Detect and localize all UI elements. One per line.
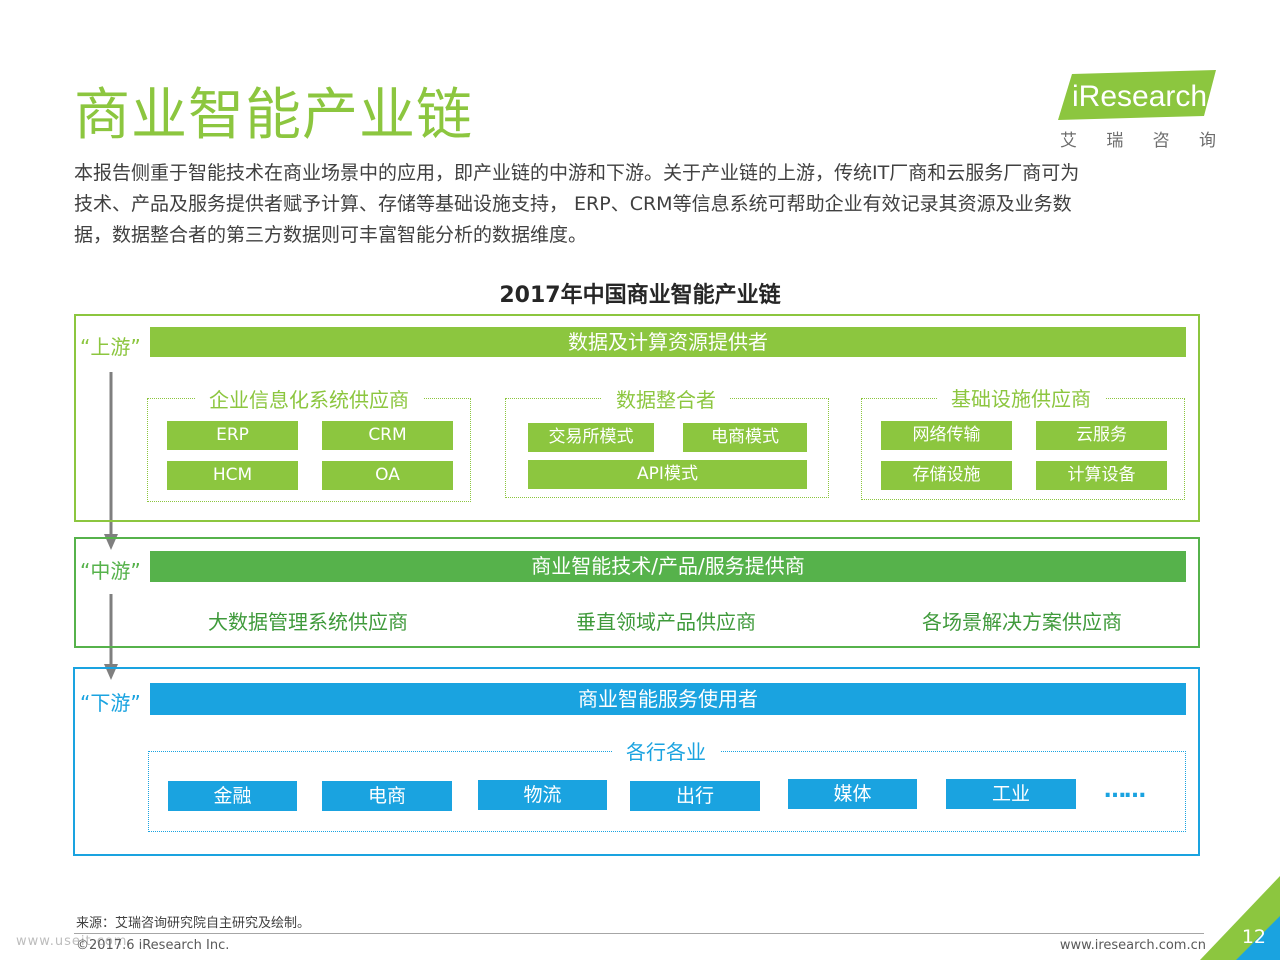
oa-box: OA xyxy=(322,461,453,490)
iresearch-logo: iResearch 艾 瑞 咨 询 xyxy=(1058,70,1218,151)
logo-mark-icon: iResearch xyxy=(1058,70,1216,120)
downstream-panel xyxy=(73,667,1200,856)
upstream-label: “上游” xyxy=(80,335,141,359)
api-mode-box: API模式 xyxy=(528,460,807,489)
erp-box: ERP xyxy=(167,421,298,450)
group-title: 各行各业 xyxy=(612,736,720,765)
network-box: 网络传输 xyxy=(881,421,1012,450)
source-note: 来源：艾瑞咨询研究院自主研究及绘制。 xyxy=(76,916,311,931)
midstream-panel xyxy=(74,537,1200,648)
group-title: 基础设施供应商 xyxy=(937,383,1105,412)
crm-box: CRM xyxy=(322,421,453,450)
cloud-service-box: 云服务 xyxy=(1036,421,1167,450)
page-title: 商业智能产业链 xyxy=(74,83,473,148)
midstream-bar: 商业智能技术/产品/服务提供商 xyxy=(150,551,1186,582)
midstream-item: 大数据管理系统供应商 xyxy=(208,610,408,634)
diagram-title: 2017年中国商业智能产业链 xyxy=(499,283,781,308)
industry-logistics-box: 物流 xyxy=(478,780,607,810)
footer-divider xyxy=(74,933,1204,934)
industry-manufacturing-box: 工业 xyxy=(946,779,1076,809)
copyright: ©2017.6 iResearch Inc. xyxy=(76,938,230,953)
page-number: 12 xyxy=(1241,926,1266,948)
more-ellipsis: …… xyxy=(1104,778,1146,803)
exchange-mode-box: 交易所模式 xyxy=(528,423,654,452)
industry-ecommerce-box: 电商 xyxy=(322,781,452,811)
intro-line: 技术、产品及服务提供者赋予计算、存储等基础设施支持， ERP、CRM等信息系统可… xyxy=(74,193,1072,215)
group-title: 企业信息化系统供应商 xyxy=(195,384,423,413)
compute-box: 计算设备 xyxy=(1036,461,1167,490)
group-title: 数据整合者 xyxy=(602,384,730,413)
industry-media-box: 媒体 xyxy=(788,779,917,809)
intro-line: 本报告侧重于智能技术在商业场景中的应用，即产业链的中游和下游。关于产业链的上游，… xyxy=(74,162,1080,184)
midstream-item: 各场景解决方案供应商 xyxy=(922,610,1122,634)
hcm-box: HCM xyxy=(167,461,298,490)
logo-sub-char: 咨 xyxy=(1152,131,1170,151)
industry-finance-box: 金融 xyxy=(168,781,297,811)
downstream-bar: 商业智能服务使用者 xyxy=(150,683,1186,715)
storage-box: 存储设施 xyxy=(881,461,1012,490)
logo-sub-char: 艾 xyxy=(1060,131,1077,151)
midstream-label: “中游” xyxy=(80,559,141,583)
intro-line: 据，数据整合者的第三方数据则可丰富智能分析的数据维度。 xyxy=(74,224,588,246)
intro-paragraph: 本报告侧重于智能技术在商业场景中的应用，即产业链的中游和下游。关于产业链的上游，… xyxy=(74,158,1214,251)
logo-sub-char: 询 xyxy=(1198,131,1216,151)
industry-travel-box: 出行 xyxy=(630,781,760,811)
logo-text: iResearch xyxy=(1072,80,1207,113)
website-link[interactable]: www.iresearch.com.cn xyxy=(1059,938,1206,953)
midstream-item: 垂直领域产品供应商 xyxy=(576,610,756,634)
logo-subtitle: 艾 瑞 咨 询 xyxy=(1060,126,1216,151)
upstream-bar: 数据及计算资源提供者 xyxy=(150,327,1186,357)
upstream-panel xyxy=(74,314,1200,522)
watermark: www.useit.com xyxy=(16,934,128,949)
page-corner-icon xyxy=(1200,876,1280,960)
ecommerce-mode-box: 电商模式 xyxy=(683,423,807,452)
downstream-label: “下游” xyxy=(80,691,141,715)
logo-sub-char: 瑞 xyxy=(1106,131,1124,151)
